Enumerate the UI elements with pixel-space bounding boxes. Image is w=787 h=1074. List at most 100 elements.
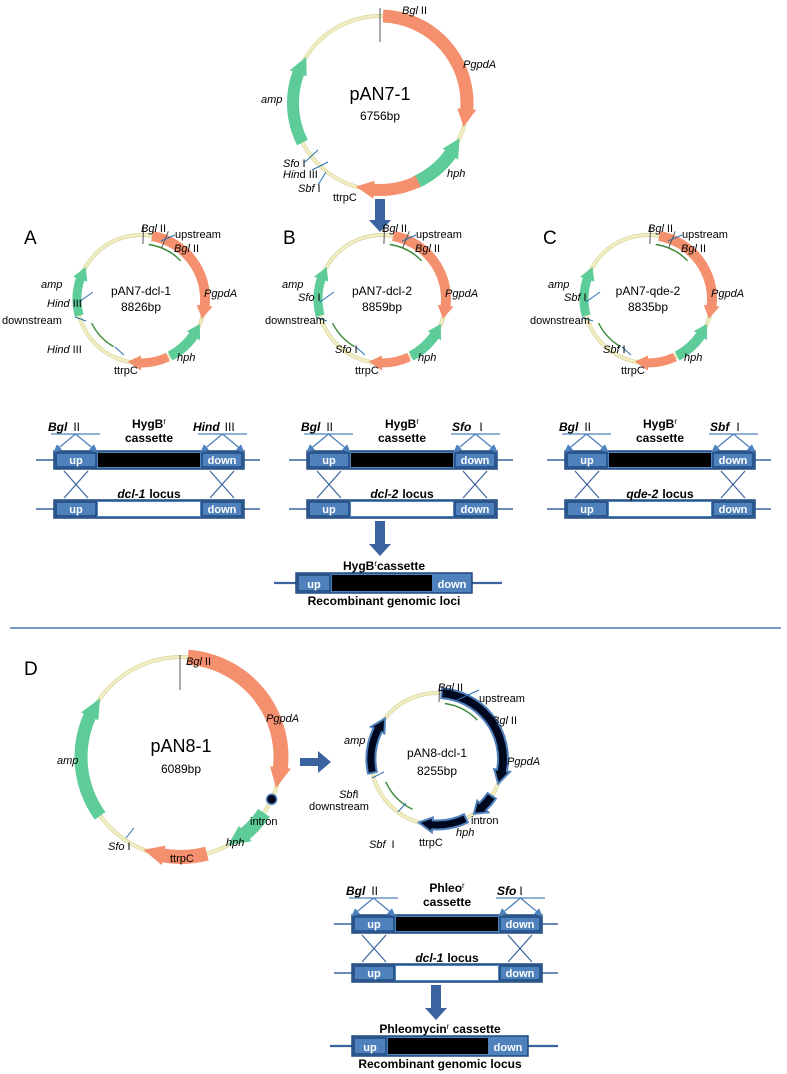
construct-b-top-up xyxy=(308,452,350,468)
pan8-dcl1-intron-label-intron: intron xyxy=(471,815,499,827)
pan8-dcl1-pgpda-arrow xyxy=(440,687,512,786)
pan7-dcl1-hph-label-hph: hph xyxy=(177,352,195,364)
construct-b-top-down xyxy=(454,452,496,468)
pan7-dcl1-bgl2-inner-label-roman2: II xyxy=(193,243,199,255)
construct-a-right-site-roman1: I xyxy=(231,420,234,434)
recomb-hyg-down-label: down xyxy=(438,579,467,591)
pan8-dcl1-upstream-label-upstream: upstream xyxy=(479,693,525,705)
construct-b-cassette-title-sup-r: r xyxy=(416,417,419,426)
pan7-qde2-pgpda-label: PgpdA xyxy=(711,288,744,300)
recomb-phleo-up xyxy=(353,1037,387,1055)
pan7-dcl2-ttrpc-label: ttrpC xyxy=(355,365,379,377)
construct-c-fan-1r xyxy=(733,433,756,453)
construct-d-cross-1b xyxy=(507,934,533,963)
pan8-1-sfo-leader xyxy=(125,827,135,839)
pan8-dcl1-ttrpc-arrow xyxy=(416,812,470,835)
construct-c-top-down xyxy=(712,452,754,468)
construct-c-fan-0l xyxy=(564,433,587,453)
construct-c-cassette-title: HygBr xyxy=(643,417,677,432)
pan7-dcl1-bgl2-tick xyxy=(142,226,145,245)
construct-c-top-up-label: up xyxy=(580,455,594,467)
pan7-dcl1-downstream-label-downstream: downstream xyxy=(2,315,62,327)
pan7-1-name-name: pAN7-1 xyxy=(349,84,410,104)
construct-d-fan-1r xyxy=(520,897,543,917)
recomb-hyg-subtitle: Recombinant genomic loci xyxy=(308,594,461,608)
construct-a-locus-label-a: dcl-1 xyxy=(117,487,145,501)
pan7-qde2-ttrpc-label-ttrpc: ttrpC xyxy=(621,365,645,377)
pan7-dcl2-amp-arrow xyxy=(313,267,329,317)
pan8-1-amp-label-amp: amp xyxy=(57,755,78,767)
construct-c-left-site: Bgl II xyxy=(559,420,591,434)
construct-a-cassette-word: cassette xyxy=(125,431,173,445)
panel-label-b-B: B xyxy=(283,228,296,249)
construct-c-bottom-down xyxy=(712,501,754,517)
construct-b-fan-1l xyxy=(453,433,476,453)
construct-a-bottom-up xyxy=(55,501,97,517)
pan8-dcl1-sbf-upper-label-sbf: Sbf xyxy=(339,789,356,801)
ttrpc-arrow xyxy=(356,175,421,199)
pan8-dcl1-bgl2-tick xyxy=(438,684,441,703)
pan7-dcl1-ttrpc-label-ttrpc: ttrpC xyxy=(114,365,138,377)
construct-b-cassette-title-hygbr: HygB xyxy=(385,417,417,431)
construct-a-bottom-down xyxy=(201,501,243,517)
construct-b-bottom-up-label: up xyxy=(322,504,336,516)
pan7-dcl1-hind-label-lower-roman1: I xyxy=(79,344,82,356)
pan8-dcl1-intron-label: intron xyxy=(471,815,499,827)
pan8-1-size: 6089bp xyxy=(161,762,201,776)
pan8-dcl1-amp-label: amp xyxy=(344,735,365,747)
pan8-dcl1-bgl2-label-roman2: II xyxy=(457,682,463,694)
amp-label-top: amp xyxy=(261,94,282,106)
down-arrow-middle xyxy=(369,521,391,556)
construct-a-left-site-bgl: Bgl xyxy=(48,420,68,434)
pan7-dcl1-pgpda-label-pgpda: PgpdA xyxy=(204,288,237,300)
construct-b-bottom-down xyxy=(454,501,496,517)
construct-b-top-down-label: down xyxy=(461,455,490,467)
pan7-dcl1-pgpda-arrow xyxy=(151,231,213,319)
pan7-qde2-site-lower-leader xyxy=(621,346,632,356)
pan7-dcl2-upstream-label-upstream: upstream xyxy=(416,229,462,241)
construct-d-cassette-word-cassette: cassette xyxy=(423,895,471,909)
construct-a-bottom-down-label: down xyxy=(208,504,237,516)
construct-a-bottom-locus xyxy=(98,502,200,516)
pan8-1-sfo-label-sfo: Sfo xyxy=(108,841,125,853)
construct-a-locus-label-locus: locus xyxy=(149,487,181,501)
construct-c-cross-1b xyxy=(720,470,746,499)
pan8-dcl1-sbf-upper-label: SbfI xyxy=(339,789,359,801)
down-arrow-top xyxy=(369,199,391,232)
down-arrow-bottom xyxy=(425,985,447,1020)
construct-d-cross-0b xyxy=(361,934,387,963)
construct-c-bottom-down-label: down xyxy=(719,504,748,516)
pan8-dcl1-ttrpc-label-ttrpc: ttrpC xyxy=(419,837,443,849)
construct-a-top-up-label: up xyxy=(69,455,83,467)
recomb-phleo-subtitle: Recombinant genomic locus xyxy=(358,1057,522,1071)
pan8-1-ttrpc-label: ttrpC xyxy=(170,853,194,865)
pan7-dcl1-size-size: 8826bp xyxy=(121,300,161,314)
construct-c-left-site-roman2: II xyxy=(584,420,591,434)
pan7-1-size: 6756bp xyxy=(360,109,400,123)
pan8-1-ttrpc-arrow xyxy=(143,845,209,866)
pan7-dcl1-site-lower-leader xyxy=(114,346,125,356)
pan7-dcl1-downstream-label: downstream xyxy=(2,315,62,327)
pan7-qde2-bgl2-inner-label-bgl: Bgl xyxy=(681,243,697,255)
construct-d-fan-1l xyxy=(498,897,521,917)
pan8-1-intron-mark xyxy=(265,793,278,806)
recomb-hyg-up xyxy=(297,574,331,592)
pan7-1-name: pAN7-1 xyxy=(349,84,410,104)
pan7-dcl1-site-upper-leader xyxy=(78,291,94,303)
construct-c-cross-0b xyxy=(574,470,600,499)
construct-d-top-down xyxy=(499,916,541,932)
pan7-dcl1-upstream-label: upstream xyxy=(175,229,221,241)
construct-c-left-site-bgl: Bgl xyxy=(559,420,579,434)
pan8-dcl1-pgpda-label: PgpdA xyxy=(507,756,540,768)
recomb-phleo-cassette xyxy=(388,1038,488,1054)
hind3-label-top-d3: d III xyxy=(300,169,318,181)
construct-c-top-cassette xyxy=(609,453,711,467)
